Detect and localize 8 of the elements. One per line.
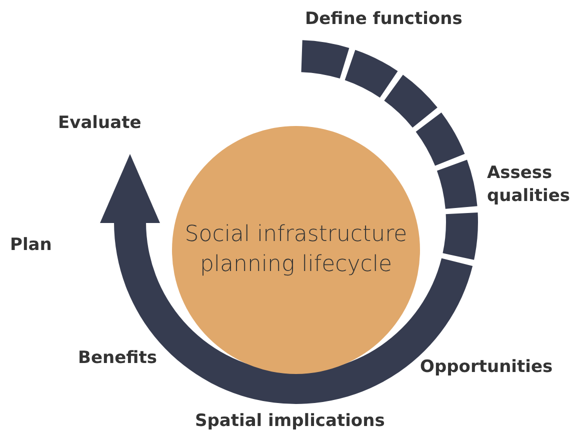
stage-label: Assess qualities (487, 162, 571, 208)
stage-label: Spatial implications (195, 410, 385, 433)
center-title: Social infrastructure planning lifecycle (184, 221, 408, 279)
stage-label: Evaluate (58, 112, 142, 135)
stage-label: Define functions (305, 8, 462, 31)
stage-label: Opportunities (420, 356, 553, 379)
stage-label: Plan (10, 234, 52, 257)
stage-label: Benefits (78, 347, 157, 370)
